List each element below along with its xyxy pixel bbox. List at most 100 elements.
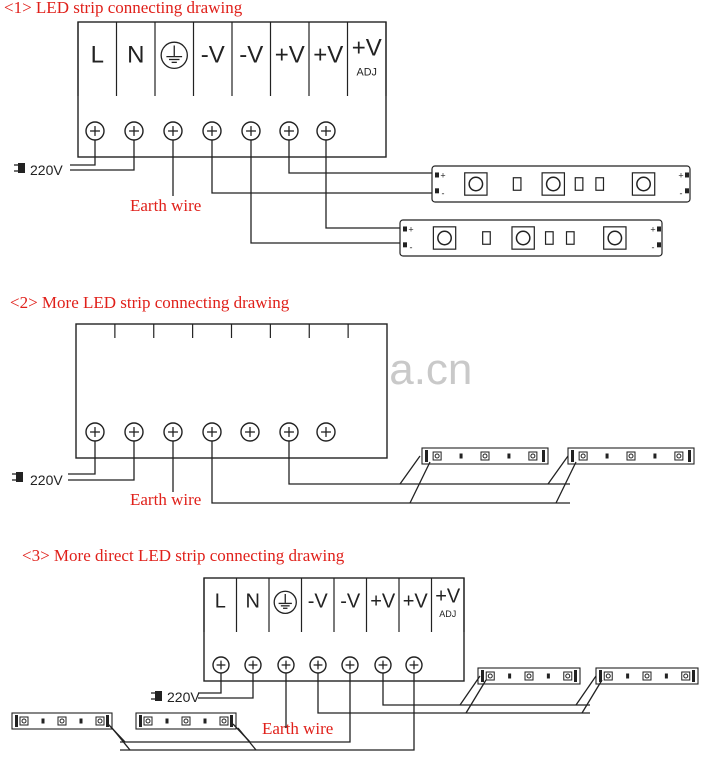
screw-terminal [316, 422, 336, 442]
led-lens [676, 453, 682, 459]
strip-pad [403, 242, 407, 248]
strip-minus-label: - [680, 189, 683, 199]
led-lens [97, 718, 103, 724]
screw-terminal [240, 422, 260, 442]
wire-L [68, 441, 96, 475]
power-plug-icon [12, 472, 23, 482]
strip-plus-label: + [440, 171, 445, 181]
led-lens [487, 673, 493, 679]
strip-pad [685, 172, 689, 178]
screw-terminal [163, 422, 183, 442]
wire-drop [555, 461, 577, 504]
led-lens [515, 230, 531, 246]
terminal-label-3: -V [201, 42, 225, 69]
led-lens [434, 453, 440, 459]
strip-end-connector [425, 450, 428, 462]
wire-minus-left [120, 673, 351, 743]
wire-minus-bus [211, 441, 570, 504]
wire-N [70, 140, 135, 171]
screw-terminal [124, 121, 144, 141]
terminal-label-1: N [246, 591, 260, 613]
led-lens [21, 718, 27, 724]
resistor [203, 718, 207, 724]
led-strip-3b [135, 712, 237, 730]
led-strip-3a [11, 712, 113, 730]
section2-title: <2> More LED strip connecting drawing [10, 293, 290, 312]
power-plug-icon [14, 163, 25, 173]
terminal-label-6: +V [403, 591, 429, 613]
wire-drop [581, 679, 603, 714]
wire-N [198, 673, 254, 699]
strip-end-connector [139, 715, 142, 727]
screw-terminal [279, 422, 299, 442]
led-lens [145, 718, 151, 724]
led-strip-3c [477, 667, 581, 685]
strip-pad [657, 242, 661, 248]
led-lens [605, 673, 611, 679]
wire-drop [465, 679, 487, 714]
screw-terminal [279, 121, 299, 141]
strip-pad [403, 226, 407, 232]
led-strip-2: +-+- [399, 219, 663, 257]
section1-220v-label: 220V [30, 162, 63, 178]
adj-label: ADJ [357, 66, 377, 78]
wire-drop [237, 727, 257, 751]
section1-title: <1> LED strip connecting drawing [4, 0, 243, 17]
section3-220v-label: 220V [167, 689, 200, 705]
strip-end-connector [571, 450, 574, 462]
section1-earth-label: Earth wire [130, 196, 202, 215]
led-lens [565, 673, 571, 679]
strip-end-connector [230, 715, 233, 727]
screw-terminal [405, 656, 423, 674]
strip-minus-label: - [652, 243, 655, 253]
led-lens [545, 176, 561, 192]
terminal-label-1: N [127, 42, 144, 69]
terminal-label-5: +V [370, 591, 396, 613]
adj-label: ADJ [439, 609, 456, 619]
strip-end-connector [599, 670, 602, 682]
led-strip-2a [421, 447, 549, 465]
screw-terminal [85, 121, 105, 141]
strip-minus-label: - [410, 243, 413, 253]
power-plug-icon [151, 691, 162, 701]
led-lens [526, 673, 532, 679]
strip-pad [435, 188, 439, 194]
wire-drop [399, 455, 421, 485]
plug-body [16, 472, 23, 482]
strip-pad [685, 188, 689, 194]
wire-minus-strip2 [250, 140, 400, 244]
screw-terminal [124, 422, 144, 442]
resistor [595, 177, 605, 191]
led-strip-3d [595, 667, 699, 685]
screw-terminal [163, 121, 183, 141]
screw-terminal [212, 656, 230, 674]
section3-earth-label: Earth wire [262, 719, 334, 738]
wire-L [198, 673, 222, 694]
wire-plus-bus [288, 441, 570, 485]
led-lens [628, 453, 634, 459]
wire-N [68, 441, 135, 481]
resistor [79, 718, 83, 724]
plug-body [155, 691, 162, 701]
terminal-label-4: -V [239, 42, 263, 69]
resistor [653, 453, 657, 459]
wire-drop [409, 461, 431, 504]
terminal-label-5: +V [275, 42, 305, 69]
strip-plus-label: + [408, 225, 413, 235]
strip-end-connector [15, 715, 18, 727]
screw-terminal [316, 121, 336, 141]
earth-symbol-icon [273, 590, 297, 615]
terminal-label-7: +V [435, 585, 461, 607]
screw-terminal [341, 656, 359, 674]
resistor [41, 718, 45, 724]
strip-plus-label: + [678, 171, 683, 181]
resistor [605, 453, 609, 459]
strip-end-connector [542, 450, 545, 462]
wire-L [70, 140, 96, 166]
led-lens [468, 176, 484, 192]
led-lens [683, 673, 689, 679]
terminal-label-7: +V [352, 34, 382, 61]
led-lens [530, 453, 536, 459]
resistor [546, 673, 550, 679]
